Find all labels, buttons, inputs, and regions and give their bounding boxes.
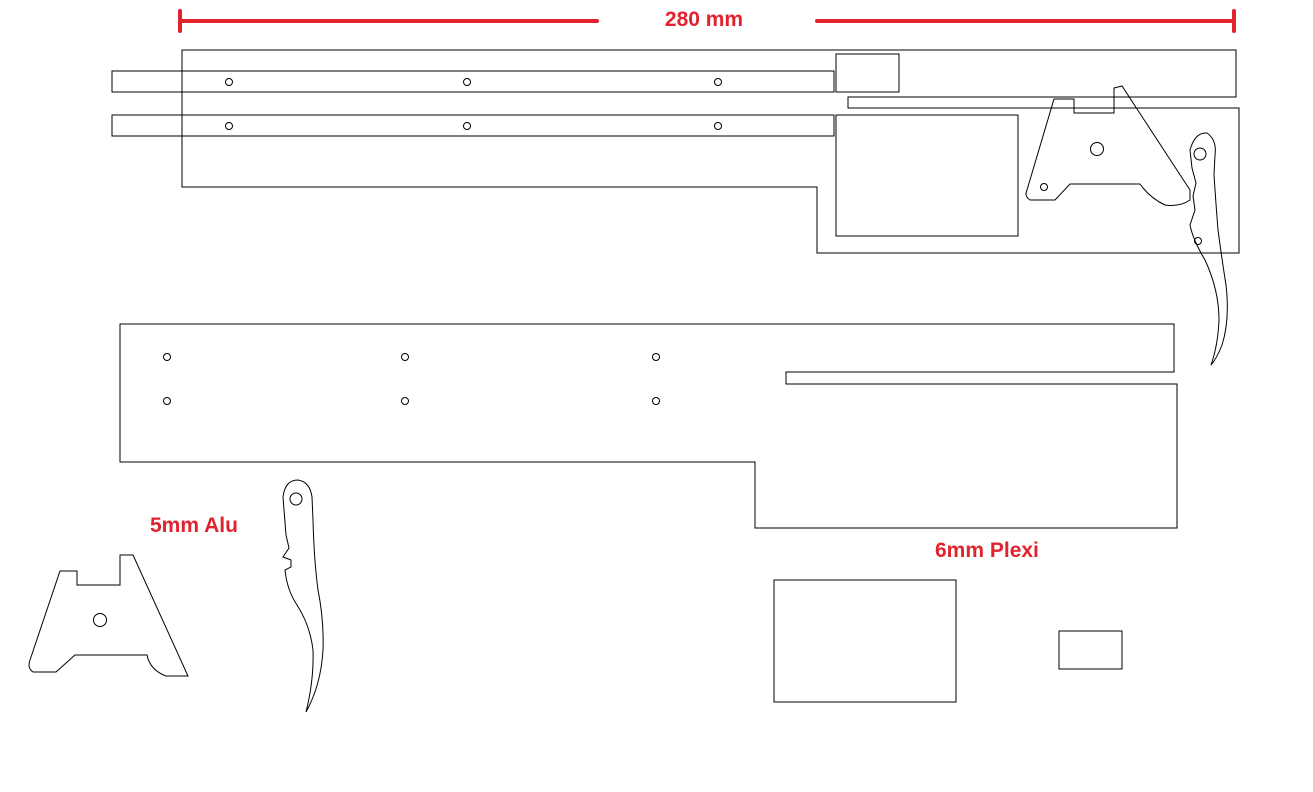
dimension-label: 280 mm xyxy=(665,8,743,31)
plexi-large-block xyxy=(773,579,957,703)
upper-frame-outline xyxy=(181,49,1240,254)
body-hole xyxy=(652,397,660,405)
body-hole xyxy=(163,353,171,361)
middle-body-holes xyxy=(163,353,660,405)
rail-hole xyxy=(714,122,722,130)
body-hole xyxy=(401,397,409,405)
body-hole xyxy=(401,353,409,361)
body-hole xyxy=(652,353,660,361)
middle-body-outline xyxy=(119,323,1178,529)
rail-hole xyxy=(463,78,471,86)
plexi-small-block xyxy=(1058,630,1123,670)
upper-rail-bottom xyxy=(111,114,835,137)
alu-sear-plate xyxy=(28,554,189,677)
upper-small-block xyxy=(835,53,900,93)
upper-trigger-pivot-hole xyxy=(1193,147,1207,161)
alu-sear-pivot-hole xyxy=(93,613,107,627)
upper-sear-pivot-hole xyxy=(1090,142,1104,156)
dimension-280mm xyxy=(178,9,1236,33)
alu-trigger-hook xyxy=(282,479,324,713)
upper-sear-plate xyxy=(1025,85,1191,206)
upper-trigger-small-hole xyxy=(1194,237,1202,245)
alu-material-label: 5mm Alu xyxy=(150,514,238,537)
upper-large-block xyxy=(835,114,1019,237)
upper-trigger-hook xyxy=(1189,132,1228,366)
upper-rail-top xyxy=(111,70,835,93)
upper-rail-holes xyxy=(225,78,722,130)
rail-hole xyxy=(225,78,233,86)
plexi-material-label: 6mm Plexi xyxy=(935,539,1039,562)
alu-trigger-pivot-hole xyxy=(289,492,303,506)
rail-hole xyxy=(463,122,471,130)
body-hole xyxy=(163,397,171,405)
rail-hole xyxy=(225,122,233,130)
rail-hole xyxy=(714,78,722,86)
upper-sear-small-hole xyxy=(1040,183,1048,191)
